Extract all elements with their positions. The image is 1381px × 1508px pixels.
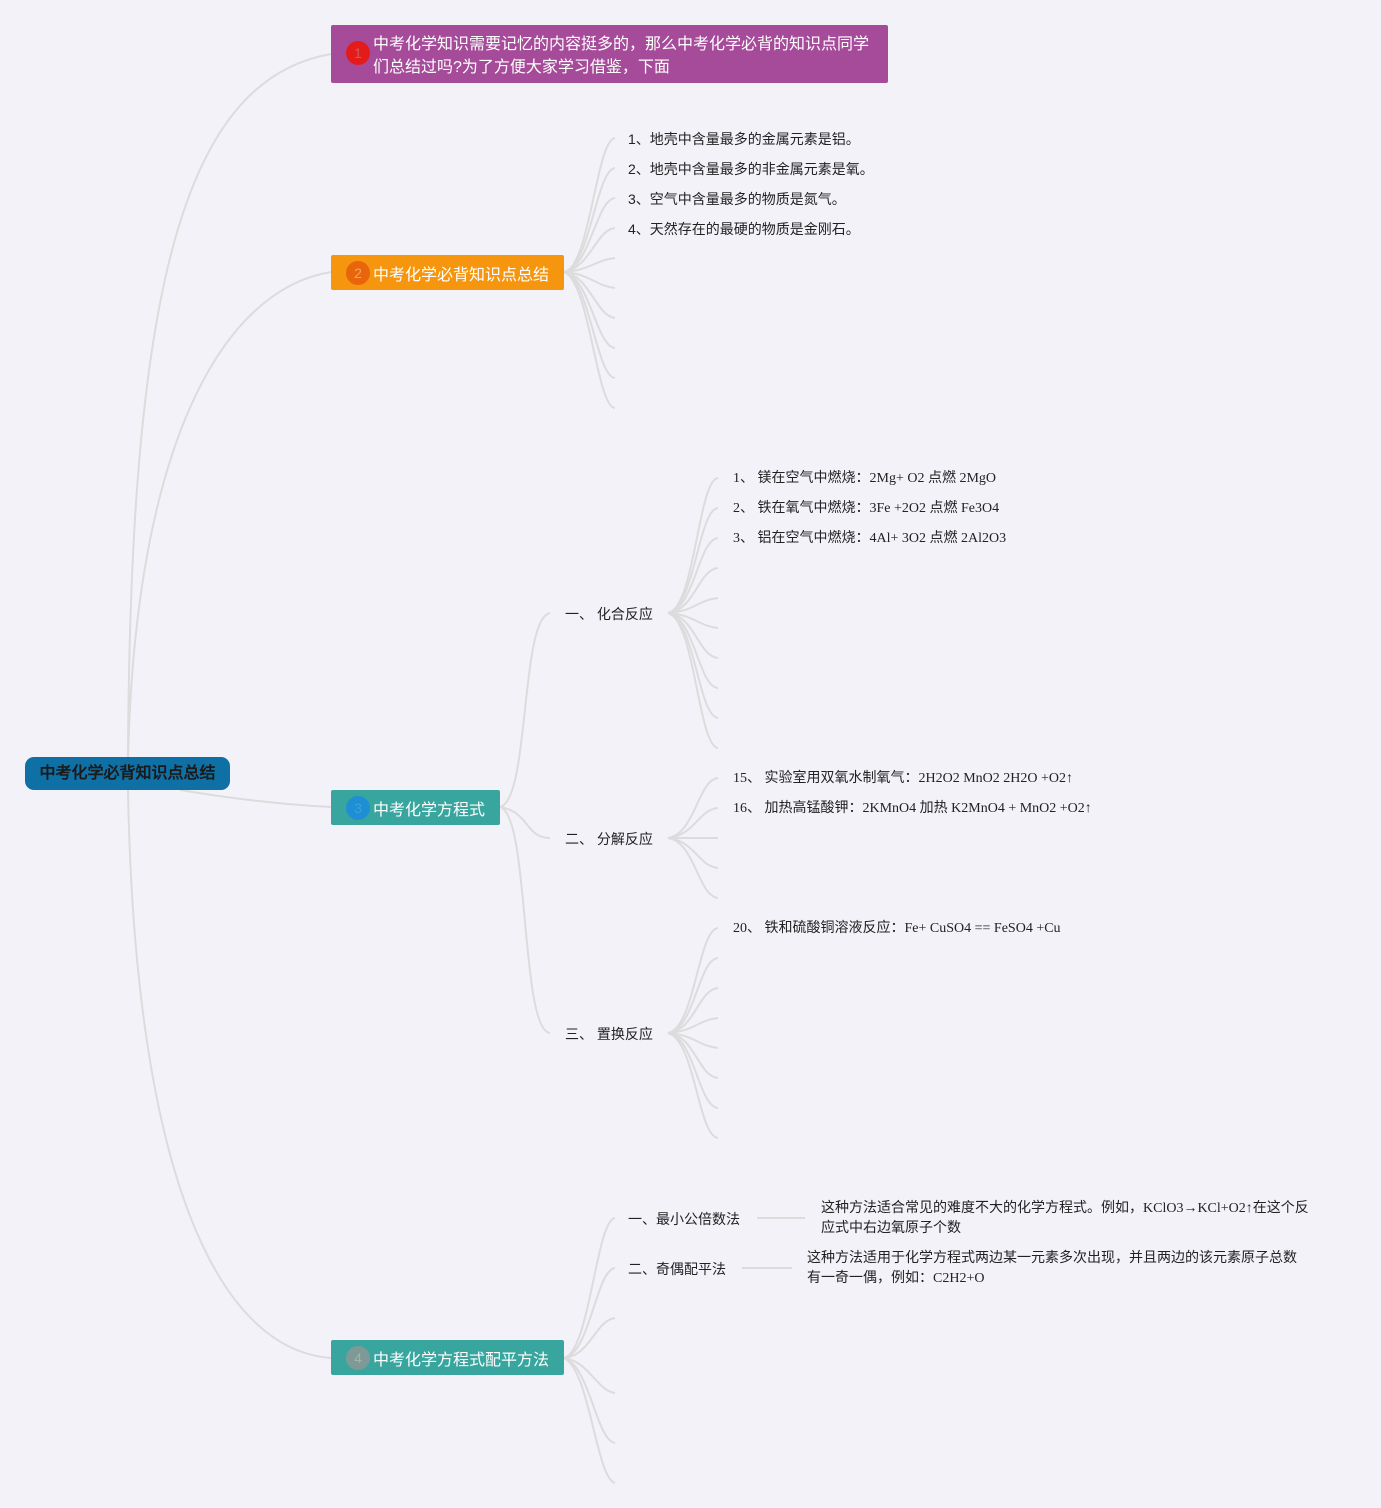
method-odd-even[interactable]: 二、奇偶配平法 — [628, 1261, 726, 1277]
equation-item[interactable]: 3、 铝在空气中燃烧：4Al+ 3O2 点燃 2Al2O3 — [733, 531, 1007, 546]
equation-item[interactable]: 15、 实验室用双氧水制氧气：2H2O2 MnO2 2H2O +O2↑ — [733, 771, 1074, 786]
link-topic3-group3 — [499, 806, 551, 1034]
topic-label: 中考化学知识需要记忆的内容挺多的，那么中考化学必背的知识点同学们总结过吗?为了方… — [373, 36, 870, 76]
topic-label: 中考化学必背知识点总结 — [373, 266, 550, 284]
equation-item[interactable]: 20、 铁和硫酸铜溶液反应：Fe+ CuSO4 == FeSO4 +Cu — [733, 921, 1061, 936]
link-root-topic4 — [127, 789, 332, 1359]
topic-label: 中考化学方程式配平方法 — [373, 1351, 550, 1369]
topic2-branches — [563, 137, 616, 409]
group1-branches — [667, 477, 719, 749]
knowledge-item[interactable]: 4、天然存在的最硬的物质是金刚石。 — [628, 221, 860, 237]
knowledge-item[interactable]: 1、地壳中含量最多的金属元素是铝。 — [628, 131, 860, 147]
topic-balancing-methods[interactable]: 4 中考化学方程式配平方法 — [331, 1340, 564, 1375]
topic4-branches — [563, 1217, 616, 1484]
topic-chemical-equations[interactable]: 3 中考化学方程式 — [331, 790, 500, 825]
group-displacement-reaction[interactable]: 三、 置换反应 — [565, 1026, 653, 1042]
equation-item[interactable]: 16、 加热高锰酸钾：2KMnO4 加热 K2MnO4 + MnO2 +O2↑ — [733, 801, 1092, 816]
topic-number-badge: 3 — [346, 795, 370, 820]
method-odd-even-note[interactable]: 这种方法适用于化学方程式两边某一元素多次出现，并且两边的该元素原子总数有一奇一偶… — [807, 1251, 1297, 1286]
link-root-topic1 — [127, 53, 332, 761]
root-label: 中考化学必背知识点总结 — [39, 765, 216, 782]
link-root-topic3 — [179, 789, 332, 808]
link-topic3-group1 — [499, 612, 551, 808]
equation-item[interactable]: 2、 铁在氧气中燃烧：3Fe +2O2 点燃 Fe3O4 — [733, 501, 1000, 516]
topic-number-badge: 4 — [346, 1345, 370, 1370]
topic-intro[interactable]: 1 中考化学知识需要记忆的内容挺多的，那么中考化学必背的知识点同学们总结过吗?为… — [331, 25, 888, 83]
topic-label: 中考化学方程式 — [373, 801, 486, 819]
topic-knowledge-summary[interactable]: 2 中考化学必背知识点总结 — [331, 255, 564, 290]
root-node[interactable]: 中考化学必背知识点总结 — [25, 757, 230, 790]
group-decomposition-reaction[interactable]: 二、 分解反应 — [565, 831, 653, 847]
method-lcm-note[interactable]: 这种方法适合常见的难度不大的化学方程式。例如，KClO3→KCl+O2↑在这个反… — [821, 1201, 1309, 1236]
method-lcm[interactable]: 一、最小公倍数法 — [628, 1211, 740, 1227]
knowledge-item[interactable]: 2、地壳中含量最多的非金属元素是氧。 — [628, 161, 874, 177]
link-topic3-group2 — [499, 806, 551, 839]
knowledge-item[interactable]: 3、空气中含量最多的物质是氮气。 — [628, 191, 846, 207]
topic-number-badge: 2 — [346, 260, 370, 285]
group2-branches — [667, 777, 719, 899]
link-root-topic2 — [127, 271, 332, 761]
equation-item[interactable]: 1、 镁在空气中燃烧：2Mg+ O2 点燃 2MgO — [733, 471, 997, 486]
group3-branches — [667, 927, 719, 1139]
group-combination-reaction[interactable]: 一、 化合反应 — [565, 606, 653, 622]
topic-number-badge: 1 — [346, 41, 370, 65]
